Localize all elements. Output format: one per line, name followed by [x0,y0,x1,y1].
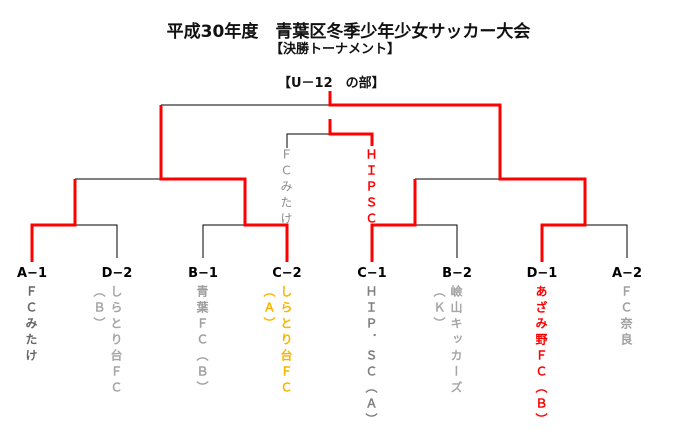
team-name: ＦＣ奈良 [619,285,633,349]
division-label: 【U－12 の部】 [278,76,385,91]
team-seed: C−2 [272,266,302,281]
team-seed: A−2 [612,266,642,281]
team-name: 嶮山キッカーズ（Ｋ） [432,285,463,397]
third-place-winner: ＨＩＰＳＣ [364,148,378,228]
team-name: あざみ野ＦＣ（Ｂ） [534,285,548,429]
team-seed: A−1 [17,266,47,281]
team-seed: B−1 [188,266,218,281]
tournament-title: 平成30年度 青葉区冬季少年少女サッカー大会 [166,22,531,42]
bracket-win-lines [30,91,587,262]
bracket-subtitle: 【決勝トーナメント】 [270,42,401,57]
bracket-black-lines [75,104,628,258]
team-seed: B−2 [442,266,472,281]
team-seed: D−1 [526,266,558,281]
team-name: しらとり台ＦＣ（Ｂ） [92,285,123,397]
team-seed: D−2 [101,266,133,281]
team-name: ＦＣみたけ [24,285,38,365]
team-name: ＨＩＰ．ＳＣ（Ａ） [364,285,378,429]
team-name: しらとり台ＦＣ（Ａ） [262,285,293,397]
team-name: 青葉ＦＣ（Ｂ） [195,285,209,397]
team-seed: C−1 [357,266,387,281]
third-place-loser: ＦＣみたけ [279,148,293,228]
